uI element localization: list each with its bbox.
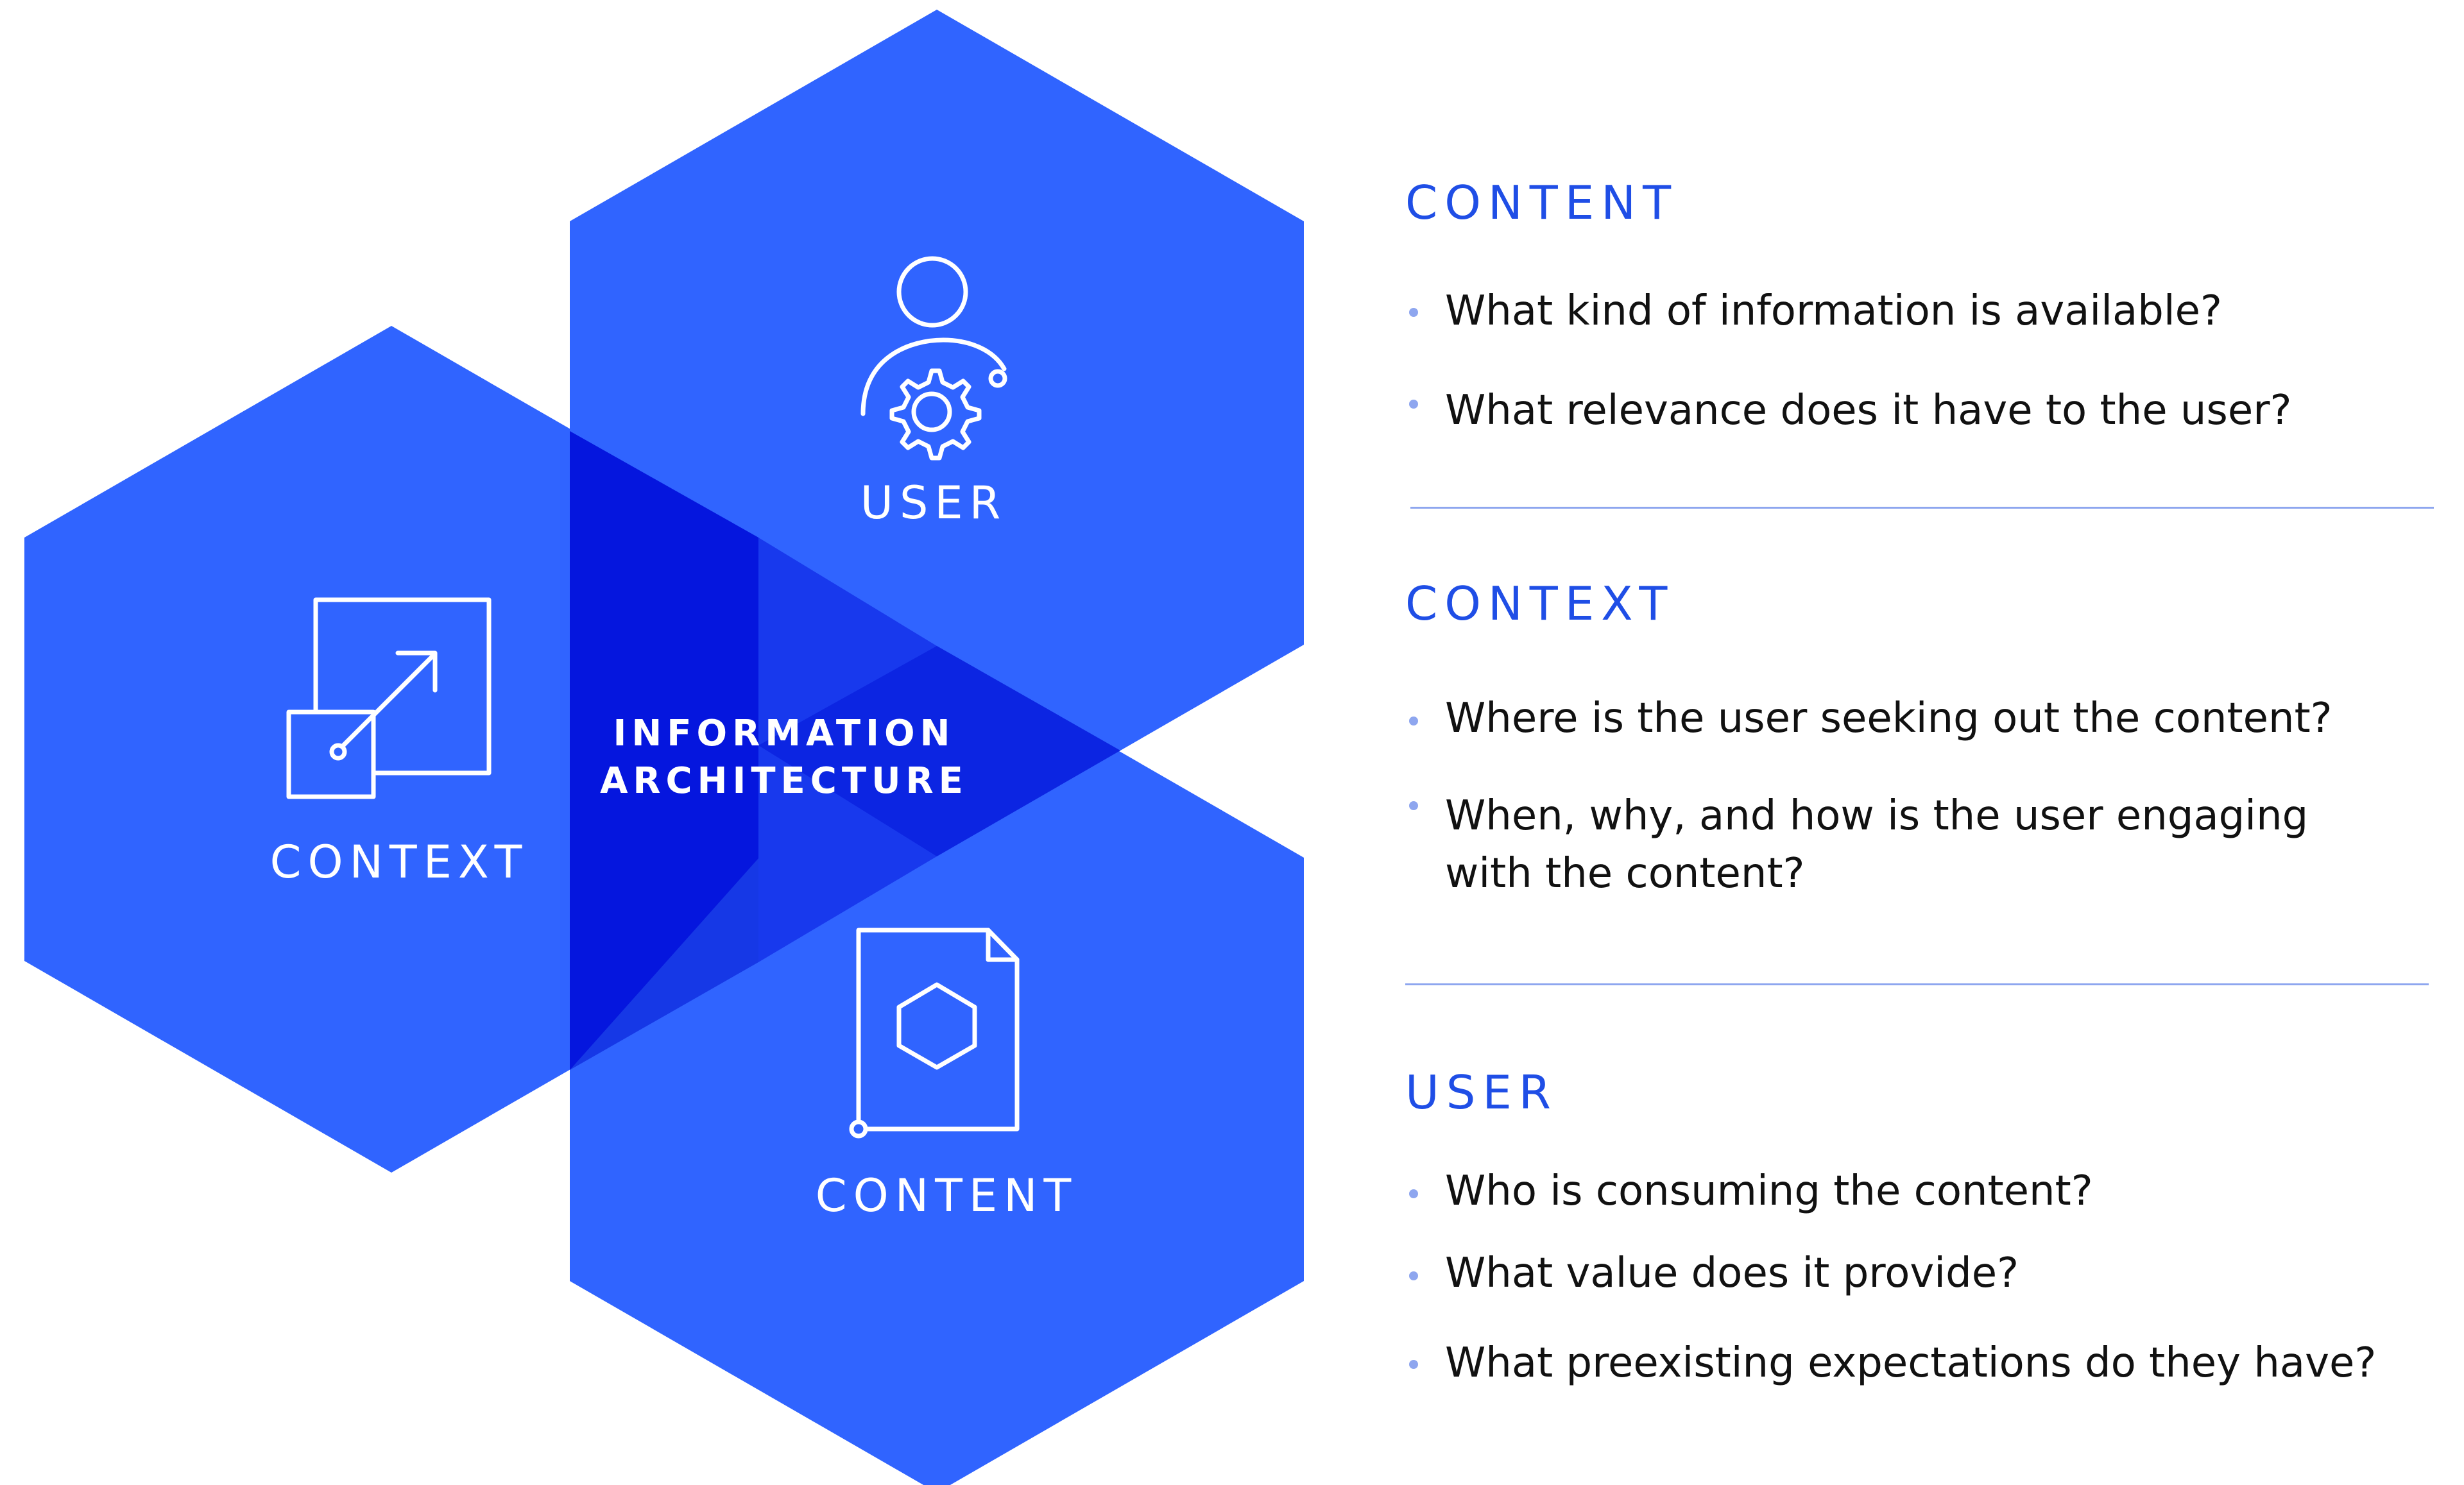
section-context: CONTEXT — [1405, 581, 2445, 627]
user-gear-icon — [860, 256, 1007, 461]
section-content: CONTENT — [1405, 180, 2445, 226]
hexagon-label-user: USER — [860, 477, 1007, 529]
bullet-text: Who is consuming the content? — [1445, 1167, 2093, 1215]
center-label-line2: ARCHITECTURE — [600, 760, 968, 802]
hexagon-label-context: CONTEXT — [270, 836, 529, 888]
overlap-center-right — [758, 538, 1120, 962]
bullet-dot — [1409, 1360, 1418, 1369]
bullet-text: What preexisting expectations do they ha… — [1445, 1339, 2377, 1387]
section-user: USER — [1405, 1069, 2445, 1116]
bullet-text: Where is the user seeking out the conten… — [1445, 695, 2332, 742]
section-heading-content: CONTENT — [1405, 176, 1679, 230]
bullet-dot — [1409, 801, 1418, 810]
bullet-dot — [1409, 400, 1418, 409]
expand-arrow-icon — [286, 597, 492, 799]
bullet-dot — [1409, 1271, 1418, 1280]
center-label-line1: INFORMATION — [613, 713, 955, 754]
bullet-text: What value does it provide? — [1445, 1250, 2019, 1297]
bullet-text: What relevance does it have to the user? — [1445, 387, 2292, 434]
document-hexagon-icon — [849, 928, 1020, 1139]
section-heading-context: CONTEXT — [1405, 577, 1675, 631]
bullet-dot — [1409, 308, 1418, 317]
section-divider — [1405, 983, 2429, 985]
bullet-dot — [1409, 1189, 1418, 1198]
venn-hexagon-diagram: USER CONTEXT CONTENT INFORMATION ARCHITE… — [24, 10, 1304, 1485]
overlap-center — [570, 431, 758, 1070]
section-heading-user: USER — [1405, 1065, 1558, 1119]
section-divider — [1410, 507, 2434, 509]
bullet-text: What kind of information is available? — [1445, 287, 2222, 335]
bullet-dot — [1409, 717, 1418, 726]
hexagon-label-content: CONTENT — [816, 1169, 1077, 1222]
bullet-text: When, why, and how is the user engaging … — [1445, 792, 2309, 897]
question-panel: CONTENT What kind of information is avai… — [1405, 0, 2445, 1485]
